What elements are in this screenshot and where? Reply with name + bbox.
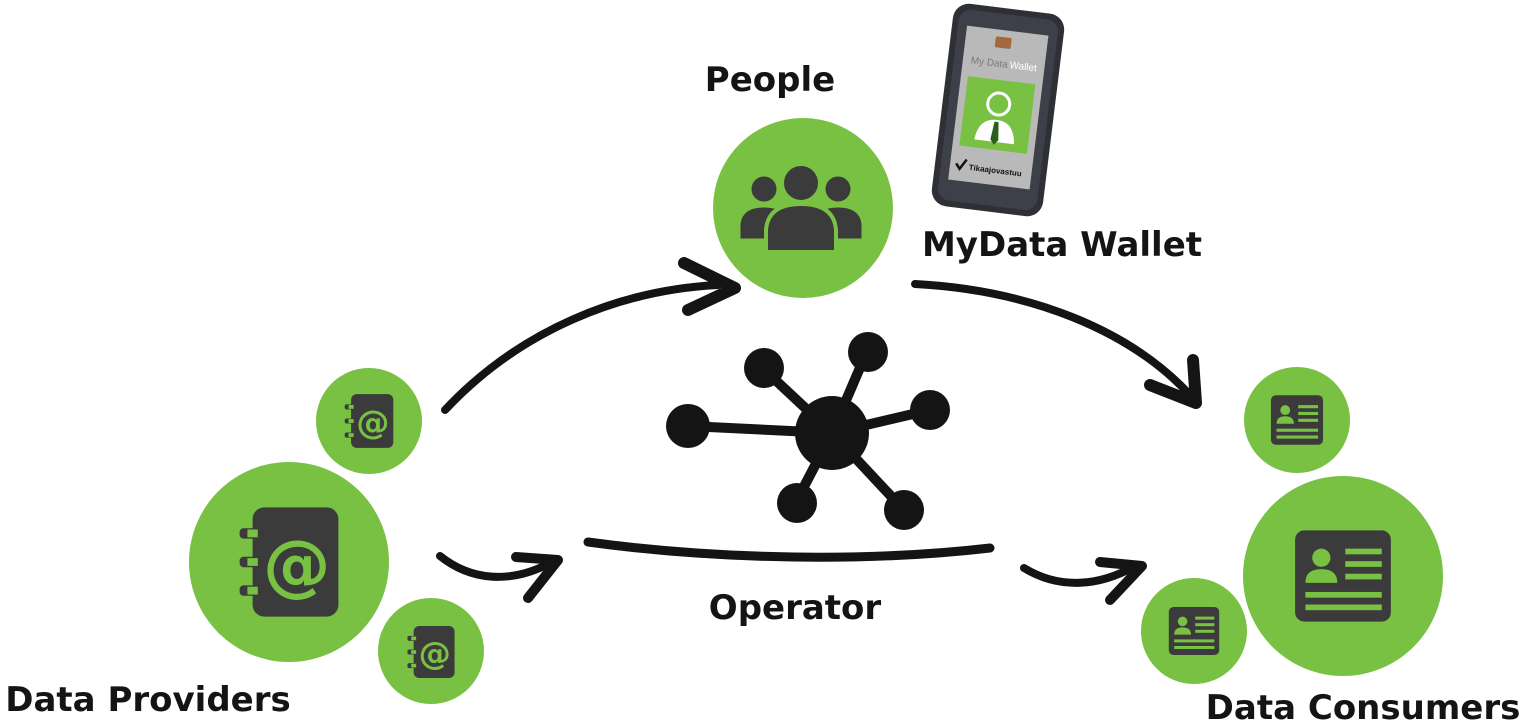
phone-title-wallet: Wallet: [1009, 60, 1038, 74]
address-book-at-icon: [344, 394, 394, 448]
provider-node-large: [189, 462, 389, 662]
consumer-node-top: [1244, 367, 1350, 473]
arrow-operator-to-consumers: [1020, 557, 1147, 605]
id-card-icon: [1270, 395, 1324, 445]
arrow-providers-to-operator: [436, 552, 563, 603]
consumer-node-small: [1141, 578, 1247, 684]
operator-link-line: [583, 537, 995, 562]
phone-title-my-data: My Data: [970, 55, 1009, 71]
providers-label: Data Providers: [5, 680, 290, 720]
address-book-at-icon: [239, 507, 339, 617]
provider-node-small-bottom: [378, 598, 484, 704]
network-hub-icon: [666, 332, 950, 530]
arrow-people-to-consumers: [911, 280, 1202, 409]
operator-label: Operator: [709, 588, 882, 628]
id-card-icon: [1168, 607, 1220, 655]
people-label: People: [705, 60, 835, 100]
smartphone-icon: My Data Wallet Tikaajovastuu: [931, 3, 1065, 217]
consumer-node-large: [1243, 476, 1443, 676]
provider-node-small-top: [316, 368, 422, 474]
people-node: [713, 118, 893, 298]
address-book-at-icon: [407, 625, 455, 679]
id-card-icon: [1295, 530, 1391, 622]
arrow-providers-to-people: [441, 257, 741, 414]
people-group-icon: [737, 162, 865, 254]
wallet-label: MyData Wallet: [922, 225, 1202, 265]
consumers-label: Data Consumers: [1206, 688, 1521, 726]
